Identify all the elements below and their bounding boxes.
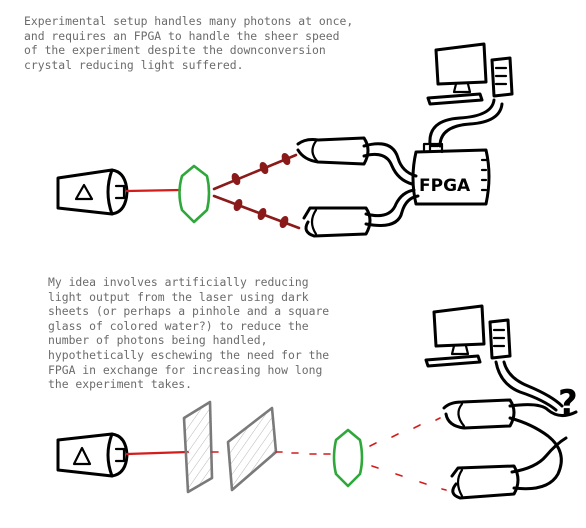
detector-cables-bottom xyxy=(494,360,578,491)
detector-cables-top xyxy=(362,142,420,227)
laser-top xyxy=(56,168,129,216)
fpga-label: FPGA xyxy=(419,176,471,196)
laser-bottom xyxy=(56,432,129,478)
dark-sheet-1 xyxy=(182,400,214,494)
dark-sheet-2 xyxy=(226,406,278,492)
caption-proposed-idea: My idea involves artificially reducing l… xyxy=(48,275,330,392)
downconversion-crystal-bottom xyxy=(332,428,364,488)
caption-current-setup: Experimental setup handles many photons … xyxy=(24,14,354,72)
warning-triangle-icon xyxy=(72,446,92,466)
fpga-computer-cables xyxy=(428,98,504,148)
computer-bottom xyxy=(424,304,512,368)
question-mark: ? xyxy=(558,383,578,423)
computer-tower-icon xyxy=(490,56,514,98)
photon-detector-upper-bottom xyxy=(442,398,516,430)
computer-tower-icon xyxy=(488,318,512,360)
fpga-pins xyxy=(480,158,488,192)
warning-triangle-icon xyxy=(74,183,94,201)
monitor-icon xyxy=(434,42,488,86)
photon-detector-upper-top xyxy=(296,136,370,166)
sparse-photon-streams xyxy=(369,417,447,491)
keyboard-icon xyxy=(426,92,484,106)
attenuated-beam xyxy=(211,451,331,455)
laser-beam-top xyxy=(125,188,182,193)
photon-detector-lower-bottom xyxy=(450,464,520,500)
computer-top xyxy=(426,42,514,106)
monitor-icon xyxy=(432,304,486,348)
fpga-board: FPGA xyxy=(411,142,491,206)
keyboard-icon xyxy=(424,354,482,368)
entangled-photon-pairs-top xyxy=(212,152,301,230)
laser-beam-bottom xyxy=(125,450,190,456)
downconversion-crystal-top xyxy=(178,164,211,224)
photon-detector-lower-top xyxy=(302,206,372,238)
